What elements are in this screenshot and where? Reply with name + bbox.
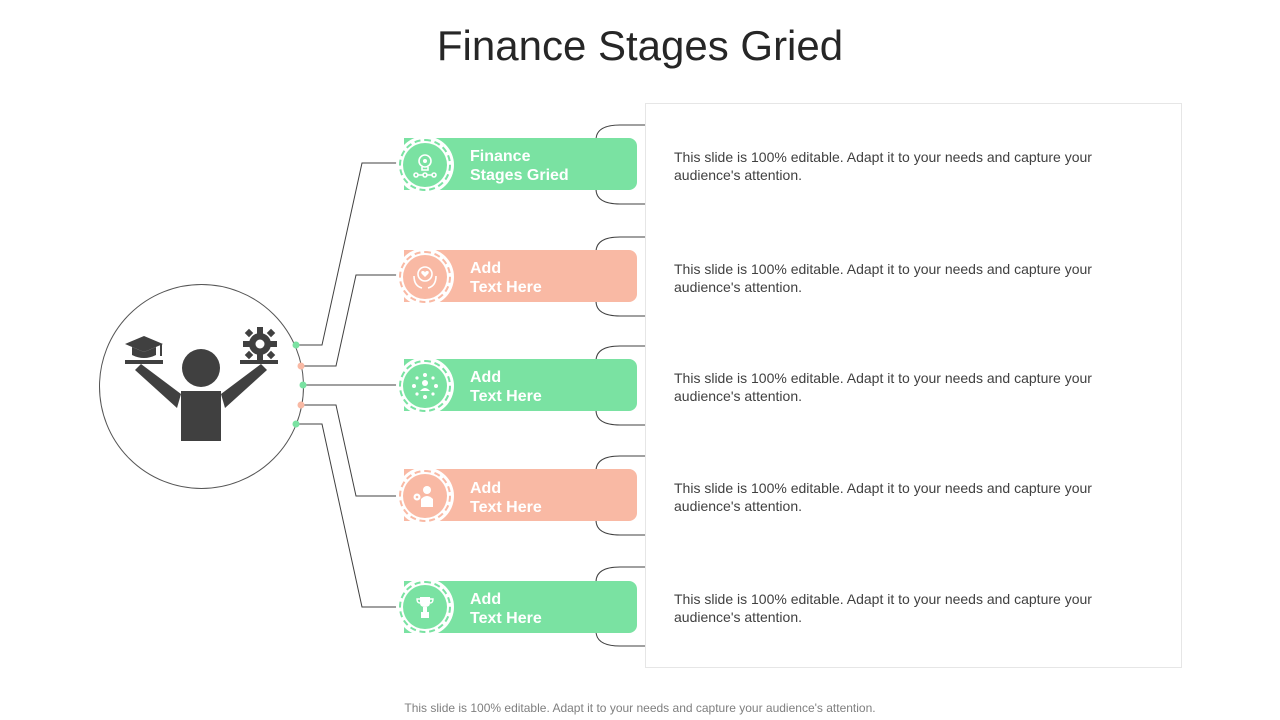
stage-5-description: This slide is 100% editable. Adapt it to… [674,591,1092,625]
stage-3-label-line2: Text Here [470,388,542,405]
stage-1-label: Finance Stages Gried [470,147,630,185]
stage-5-label: Add Text Here [470,590,630,628]
bracket-stage-3 [595,345,645,426]
stage-3-icon-badge [396,357,454,415]
bracket-stage-4 [595,455,645,536]
stage-5-icon-badge [396,578,454,636]
stage-3-label-line1: Add [470,369,502,386]
stage-2-label: Add Text Here [470,259,630,297]
person-balancing-graduation-cap-and-gear-icon [125,327,278,441]
dot-stage-2 [297,362,305,370]
stage-1-label-line2: Stages Gried [470,167,569,184]
description-panel [645,103,1182,668]
stage-5-label-line2: Text Here [470,610,542,627]
stage-1-label-line1: Finance [470,148,531,165]
dot-stage-3 [299,381,307,389]
team-network-icon [412,373,438,399]
stage-4-label: Add Text Here [470,479,630,517]
connector-stage-1 [296,162,400,346]
stage-4-label-line1: Add [470,480,502,497]
dot-stage-1 [292,341,300,349]
stage-3-label: Add Text Here [470,368,630,406]
hands-holding-heart-icon [413,266,437,289]
stage-2-icon-badge [396,248,454,306]
dot-stage-5 [292,420,300,428]
stage-3-description: This slide is 100% editable. Adapt it to… [674,370,1092,404]
dot-stage-4 [297,401,305,409]
person-with-gear-icon [413,486,433,507]
bracket-stage-1 [595,124,645,205]
stage-2-label-line2: Text Here [470,279,542,296]
stage-5-label-line1: Add [470,591,502,608]
stage-1-description: This slide is 100% editable. Adapt it to… [674,149,1092,183]
bracket-stage-2 [595,236,645,317]
connector-stage-4 [301,404,400,497]
stage-1-icon-badge [396,136,454,194]
bulb-gear-network-icon [413,154,437,178]
hand-holding-trophy-icon [416,597,434,618]
hub-circle [99,284,304,489]
footer-note: This slide is 100% editable. Adapt it to… [404,701,876,715]
stage-2-label-line1: Add [470,260,502,277]
stage-4-description: This slide is 100% editable. Adapt it to… [674,480,1092,514]
connector-stage-5 [296,423,400,608]
stage-4-label-line2: Text Here [470,499,542,516]
stage-4-icon-badge [396,467,454,525]
connector-stage-2 [301,274,400,367]
bracket-stage-5 [595,566,645,647]
page-title: Finance Stages Gried [436,22,844,69]
stage-2-description: This slide is 100% editable. Adapt it to… [674,261,1092,295]
